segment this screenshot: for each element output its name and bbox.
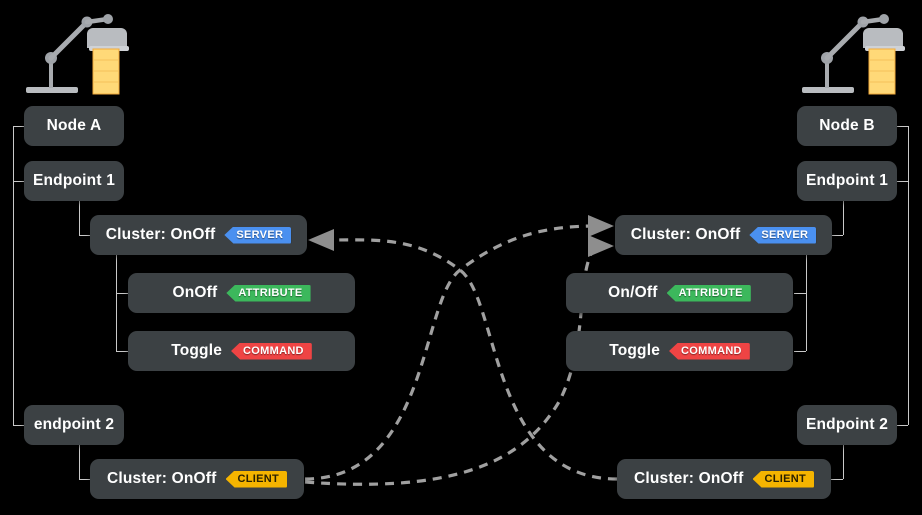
connector-right-ep1-to-cluster	[831, 235, 843, 236]
left-cluster-server-box[interactable]: Cluster: OnOff SERVER	[90, 215, 307, 255]
desk-lamp-icon-left	[26, 14, 129, 95]
right-command-label: Toggle	[609, 342, 661, 359]
left-endpoint-2-label: endpoint 2	[33, 416, 115, 433]
connector-left-trunk	[13, 126, 14, 425]
connector-right-ep2-to-cluster	[831, 479, 843, 480]
connector-left-to-endpoint1	[13, 181, 24, 182]
right-cluster-client-box[interactable]: Cluster: OnOff CLIENT	[617, 459, 831, 499]
server-badge: SERVER	[749, 226, 817, 244]
connector-left-ep2-trunk	[79, 444, 80, 479]
client-badge: CLIENT	[225, 470, 288, 488]
left-endpoint-1-box[interactable]: Endpoint 1	[24, 161, 124, 201]
left-cluster-client-box[interactable]: Cluster: OnOff CLIENT	[90, 459, 304, 499]
attribute-badge: ATTRIBUTE	[666, 284, 751, 302]
connector-right-ep1-trunk	[843, 200, 844, 235]
arrowhead-left-server	[308, 229, 334, 251]
connector-left-ep1-trunk	[79, 200, 80, 235]
left-attribute-box[interactable]: OnOff ATTRIBUTE	[128, 273, 355, 313]
command-badge: COMMAND	[231, 342, 312, 360]
connector-left-ep1-to-cluster	[79, 235, 91, 236]
desk-lamp-icon-right	[802, 14, 905, 95]
node-a-box[interactable]: Node A	[24, 106, 124, 146]
command-badge: COMMAND	[669, 342, 750, 360]
connector-right-ep2-trunk	[843, 444, 844, 479]
connector-right-cluster-trunk	[806, 254, 807, 351]
left-attribute-label: OnOff	[172, 284, 218, 301]
right-endpoint-1-label: Endpoint 1	[805, 172, 889, 189]
right-endpoint-1-box[interactable]: Endpoint 1	[797, 161, 897, 201]
left-command-label: Toggle	[171, 342, 223, 359]
connector-left-cluster-to-command	[116, 351, 128, 352]
connector-right-to-node	[897, 126, 908, 127]
connector-left-cluster-trunk	[116, 254, 117, 351]
arrowhead-right-server-upper	[588, 215, 614, 237]
connector-right-to-endpoint2	[897, 425, 908, 426]
left-endpoint-1-label: Endpoint 1	[32, 172, 116, 189]
connector-left-to-node	[13, 126, 24, 127]
right-command-box[interactable]: Toggle COMMAND	[566, 331, 793, 371]
connector-left-cluster-to-attribute	[116, 293, 128, 294]
connector-right-to-endpoint1	[897, 181, 908, 182]
right-endpoint-2-box[interactable]: Endpoint 2	[797, 405, 897, 445]
node-a-label: Node A	[46, 117, 102, 134]
right-attribute-label: On/Off	[608, 284, 658, 301]
connector-right-trunk	[908, 126, 909, 425]
connector-left-ep2-to-cluster	[79, 479, 91, 480]
left-cluster-server-label: Cluster: OnOff	[105, 226, 216, 243]
server-badge: SERVER	[224, 226, 292, 244]
left-command-box[interactable]: Toggle COMMAND	[128, 331, 355, 371]
connector-right-cluster-to-command	[794, 351, 806, 352]
left-endpoint-2-box[interactable]: endpoint 2	[24, 405, 124, 445]
connector-right-cluster-to-attribute	[794, 293, 806, 294]
right-cluster-server-box[interactable]: Cluster: OnOff SERVER	[615, 215, 832, 255]
node-b-label: Node B	[819, 117, 875, 134]
arrowhead-right-server-lower	[588, 235, 614, 257]
connector-left-to-endpoint2	[13, 425, 24, 426]
client-badge: CLIENT	[752, 470, 815, 488]
attribute-badge: ATTRIBUTE	[226, 284, 311, 302]
left-cluster-client-label: Cluster: OnOff	[106, 470, 217, 487]
node-b-box[interactable]: Node B	[797, 106, 897, 146]
right-cluster-server-label: Cluster: OnOff	[630, 226, 741, 243]
right-attribute-box[interactable]: On/Off ATTRIBUTE	[566, 273, 793, 313]
right-endpoint-2-label: Endpoint 2	[805, 416, 889, 433]
right-cluster-client-label: Cluster: OnOff	[633, 470, 744, 487]
